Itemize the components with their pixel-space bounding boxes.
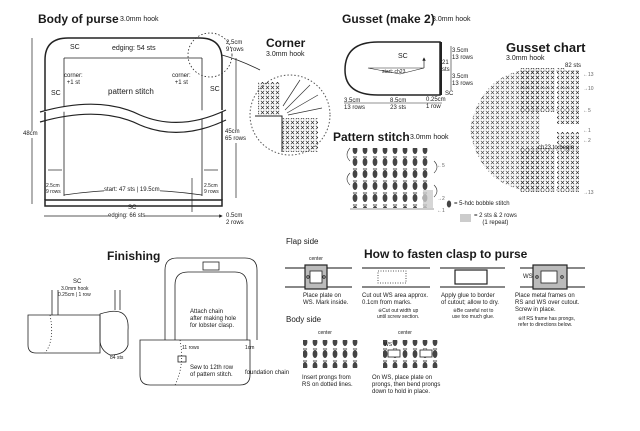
- gusset-start-label: start: ch23: [382, 69, 406, 75]
- edging-top-label: edging: 54 sts: [112, 45, 156, 53]
- bobble-legend-icon: [446, 200, 452, 208]
- finishing-title: Finishing: [107, 249, 161, 263]
- gusset-dim-mid: 8.5cm 23 sts: [390, 98, 407, 111]
- clasp-step-2-note: ※Cut out width up until screw section.: [377, 308, 420, 320]
- row-marker: ←2: [583, 138, 591, 144]
- body-side-label: Body side: [286, 315, 322, 324]
- row-marker: →10: [583, 86, 594, 92]
- clasp-steps-drawing: [285, 264, 585, 368]
- side-height-dimension: 45cm 65 rows: [225, 129, 247, 143]
- gusset-dim-left: 3.5cm 13 rows: [344, 98, 366, 111]
- cm-1-label: 1cm: [245, 345, 255, 351]
- body-step-2: On WS, place plate on prongs, then bend …: [372, 375, 441, 395]
- finishing-drawing: [27, 257, 258, 386]
- total-height-label: 48cm: [23, 131, 38, 138]
- flap-side-label: Flap side: [286, 237, 319, 246]
- repeat-legend-swatch: [460, 214, 471, 222]
- gusset-bottom-right-dim: 3.5cm 13 rows: [452, 74, 474, 87]
- clasp-step-4: Place metal frames on RS and WS over cut…: [515, 293, 580, 313]
- attach-chain-note: Attach chain after making hole for lobst…: [190, 309, 237, 329]
- gusset-chart-drawing: [470, 68, 590, 192]
- row-marker: →13: [583, 190, 594, 196]
- gusset-sc-label: SC: [398, 53, 408, 60]
- body-step-1: Insert prongs from RS on dotted lines.: [302, 375, 353, 388]
- bottom-right-dimension: 2.5cm 9 rows: [204, 183, 219, 195]
- gusset-chart-hook-size: 3.0mm hook: [506, 55, 545, 62]
- clasp-step-2: Cut out WS area approx. 0.1cm from marks…: [362, 293, 429, 306]
- gusset-dim-right: 0.25cm 1 row: [426, 97, 446, 110]
- gusset-21-sts: 21 sts: [442, 60, 450, 73]
- clasp-step-3: Apply glue to border of cutout; allow to…: [441, 293, 499, 306]
- center-label: center: [309, 256, 323, 262]
- top-edge-dimension: 2.5cm 9 rows: [226, 40, 244, 53]
- row-marker: ←1: [437, 208, 445, 214]
- center-label: center: [398, 330, 412, 336]
- sc-left-label: SC: [51, 90, 61, 97]
- corner-left-label: corner: +1 st: [64, 73, 83, 86]
- clasp-step-4-note: ※If RS frame has prongs, refer to direct…: [518, 316, 575, 328]
- row-marker: ←5: [583, 108, 591, 114]
- corner-title: Corner: [266, 36, 306, 50]
- bottom-edge-dimension: 0.5cm 2 rows: [226, 213, 244, 226]
- gusset-top-right-dim: 3.5cm 13 rows: [452, 48, 474, 61]
- sc-top-label: SC: [70, 44, 80, 51]
- clasp-step-1: Place plate on WS. Mark inside.: [303, 293, 349, 306]
- clasp-title: How to fasten clasp to purse: [364, 247, 528, 261]
- gusset-chart-begin: ch23 to begin: [538, 145, 575, 151]
- row-marker: ←5: [437, 163, 445, 169]
- row-marker: →2: [437, 196, 445, 202]
- pattern-stitch-title: Pattern stitch: [333, 130, 410, 144]
- clasp-step-3-note: ※Be careful not to use too much glue.: [452, 308, 495, 320]
- corner-hook-size: 3.0mm hook: [266, 51, 305, 58]
- finishing-sc: SC: [73, 279, 82, 285]
- bottom-left-dimension: 2.5cm 9 rows: [46, 183, 61, 195]
- finishing-row: 0.25cm | 1 row: [58, 292, 91, 298]
- ws-label: WS: [523, 274, 533, 280]
- gusset-hook-size: 3.0mm hook: [432, 16, 471, 23]
- body-hook-size: 3.0mm hook: [120, 16, 159, 23]
- corner-chart-drawing: [249, 74, 331, 156]
- gusset-chart-title: Gusset chart: [506, 40, 586, 55]
- pattern-stitch-label: pattern stitch: [108, 87, 154, 96]
- start-stitches-label: start: 47 sts | 19.5cm: [104, 187, 160, 194]
- sc-bottom-label: SC: [128, 205, 137, 211]
- sew-note: Sew to 12th row of pattern stitch.: [190, 365, 234, 378]
- rows-11-label: 11 rows: [182, 345, 200, 351]
- corner-right-label: corner: +1 st: [172, 73, 191, 86]
- edging-bottom-label: edging: 66 sts: [108, 213, 146, 220]
- row-marker: ←1: [583, 128, 591, 134]
- row-marker: ←13: [583, 72, 594, 78]
- gusset-sc-edge: SC: [445, 91, 454, 97]
- finishing-hook: 3.0mm hook: [61, 286, 89, 292]
- gusset-title: Gusset (make 2): [342, 12, 435, 26]
- pattern-stitch-hook-size: 3.0mm hook: [410, 134, 449, 141]
- sc-right-label: SC: [210, 86, 220, 93]
- foundation-chain-label: foundation chain: [245, 370, 290, 376]
- ws-label: WS: [384, 342, 393, 348]
- finishing-sts: 84 sts: [110, 355, 124, 361]
- pattern-stitch-chart: [346, 147, 471, 222]
- repeat-legend-text: = 2 sts & 2 rows (1 repeat): [474, 213, 517, 226]
- gusset-drawing: [344, 41, 452, 104]
- gusset-chart-sts: 82 sts: [565, 63, 582, 70]
- bobble-legend-text: = 5-hdc bobble stitch: [454, 201, 510, 207]
- center-label: center: [318, 330, 332, 336]
- body-of-purse-title: Body of purse: [38, 12, 119, 26]
